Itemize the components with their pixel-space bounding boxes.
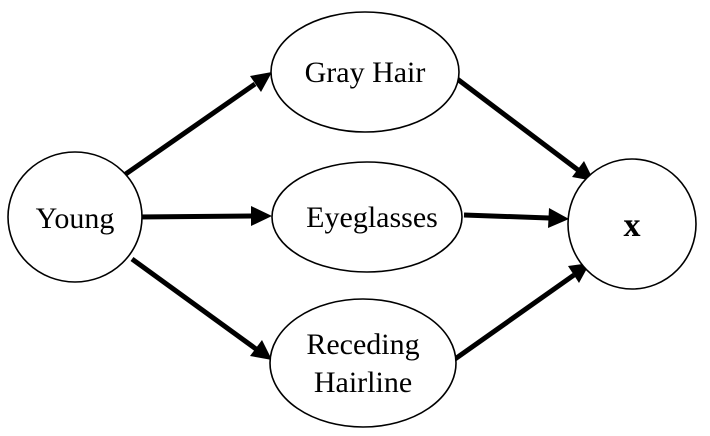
node-x: x (567, 158, 697, 290)
edge-gray-hair-to-x (450, 73, 594, 181)
node-eyeglasses-label: Eyeglasses (306, 201, 438, 234)
node-young-label: Young (36, 202, 115, 235)
node-gray-hair-label: Gray Hair (305, 56, 426, 89)
node-receding-hairline-label-line2: Hairline (314, 366, 412, 399)
edge-young-to-receding-hairline (130, 256, 272, 360)
node-gray-hair: Gray Hair (270, 11, 460, 133)
edge-receding-hairline-to-x (453, 263, 590, 362)
edge-eyeglasses-to-x (463, 208, 569, 228)
node-eyeglasses: Eyeglasses (271, 161, 463, 273)
node-x-label: x (624, 207, 641, 244)
node-receding-hairline-label-line1: Receding (306, 328, 419, 361)
node-young: Young (7, 151, 143, 283)
node-receding-hairline: Receding Hairline (269, 298, 457, 428)
edge-young-to-gray-hair (118, 72, 272, 181)
edge-young-to-eyeglasses (136, 206, 272, 226)
edges (118, 72, 594, 362)
